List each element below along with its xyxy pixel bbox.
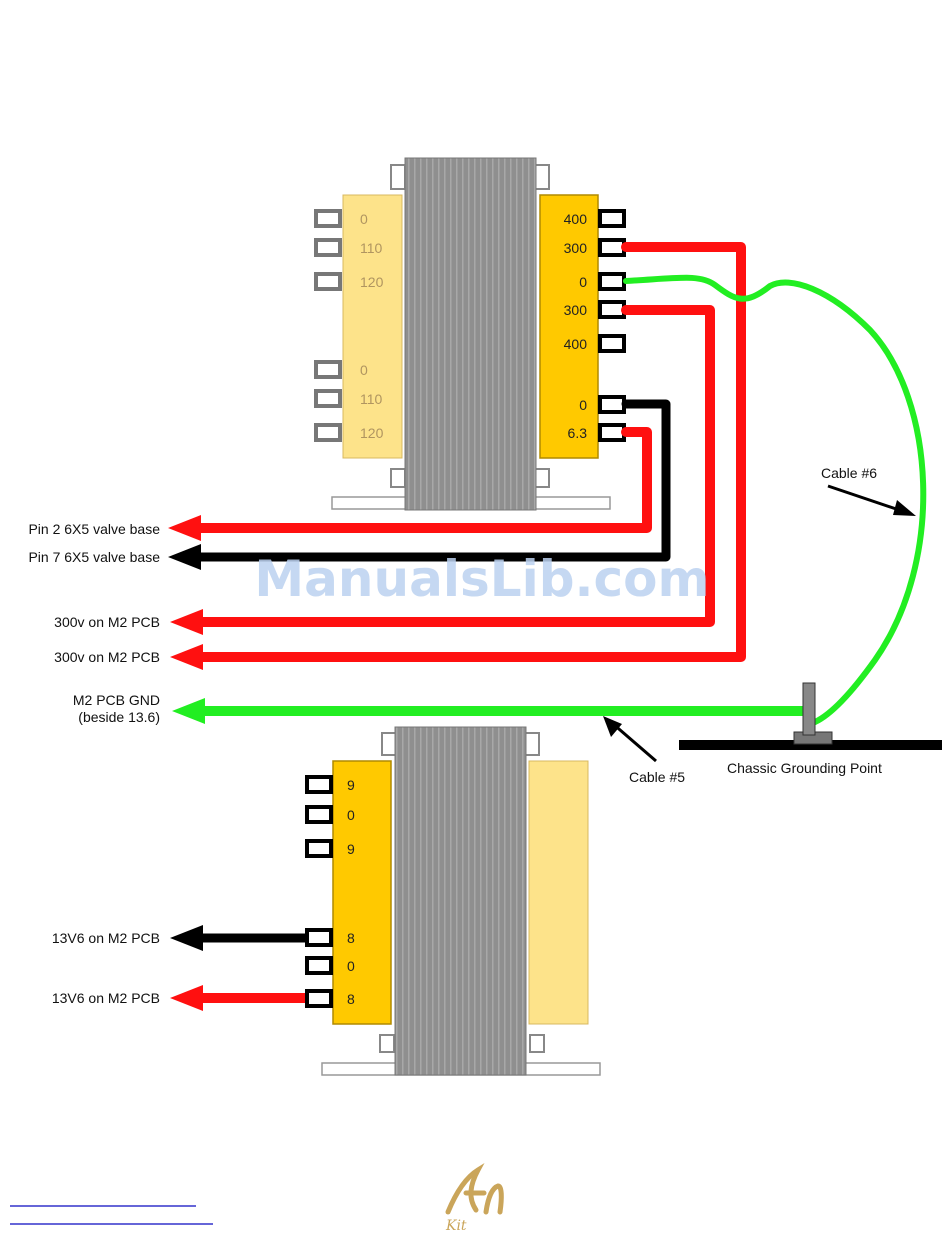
- svg-text:110: 110: [360, 391, 383, 407]
- svg-text:0: 0: [360, 211, 368, 227]
- arrowhead-pin2: [168, 515, 201, 541]
- secondary-pin-2: 0: [579, 274, 624, 290]
- svg-text:6.3: 6.3: [568, 425, 588, 441]
- label-300v-a: 300v on M2 PCB: [54, 614, 160, 630]
- transformer-2-core: [395, 727, 526, 1075]
- label-gnd-line2: (beside 13.6): [78, 709, 160, 725]
- svg-text:0: 0: [579, 397, 587, 413]
- t2-pin-5: 8: [307, 991, 355, 1007]
- transformer-2-light-winding: [529, 761, 588, 1024]
- arrowhead-300a: [170, 609, 203, 635]
- label-cable-5: Cable #5: [629, 769, 685, 785]
- ground-bolt-shaft: [803, 683, 815, 735]
- arrowheads: [168, 515, 205, 724]
- svg-text:300: 300: [564, 240, 588, 256]
- svg-text:0: 0: [347, 958, 355, 974]
- label-pin7: Pin 7 6X5 valve base: [28, 549, 160, 565]
- cable-5-pointer-head: [603, 716, 622, 737]
- mount-tab: [382, 733, 396, 755]
- svg-text:400: 400: [564, 211, 588, 227]
- chassis-grounding-point: [679, 683, 942, 750]
- primary-pin-3: 0: [316, 362, 368, 378]
- t2-pin-0: 9: [307, 777, 355, 793]
- logo-mark: [448, 1170, 501, 1212]
- t2-pin-3: 8: [307, 930, 355, 946]
- secondary-pin-5: 0: [579, 397, 624, 413]
- mount-tab: [391, 469, 405, 487]
- t2-pin-2: 9: [307, 841, 355, 857]
- mount-tab: [525, 733, 539, 755]
- svg-text:0: 0: [360, 362, 368, 378]
- transformer-2: 9 0 9 8 0 8: [170, 727, 600, 1075]
- mount-tab: [380, 1035, 394, 1052]
- cable-6-pointer-head: [893, 500, 916, 516]
- transformer-1: 0 110 120 0 110 120 400 300: [316, 158, 624, 510]
- brand-logo: Kit: [445, 1170, 501, 1234]
- arrowhead-pin7: [168, 544, 201, 570]
- logo-text: Kit: [445, 1218, 467, 1234]
- transformer-1-secondary-winding: [540, 195, 598, 458]
- arrowhead-300b: [170, 644, 203, 670]
- label-cable-6: Cable #6: [821, 465, 877, 481]
- svg-text:0: 0: [347, 807, 355, 823]
- primary-pin-0: 0: [316, 211, 368, 227]
- cable-5-pointer-line: [612, 723, 656, 761]
- mount-tab: [391, 165, 405, 189]
- svg-text:120: 120: [360, 425, 384, 441]
- label-ground-point: Chassic Grounding Point: [727, 760, 882, 776]
- label-gnd-line1: M2 PCB GND: [73, 692, 160, 708]
- arrowhead-gnd: [172, 698, 205, 724]
- watermark: ManualsLib.com: [254, 550, 709, 608]
- t2-pin-4: 0: [307, 958, 355, 974]
- svg-text:8: 8: [347, 991, 355, 1007]
- svg-text:300: 300: [564, 302, 588, 318]
- mount-tab: [535, 165, 549, 189]
- arrowhead-13v6-b: [170, 985, 203, 1011]
- label-300v-b: 300v on M2 PCB: [54, 649, 160, 665]
- svg-text:400: 400: [564, 336, 588, 352]
- svg-text:9: 9: [347, 777, 355, 793]
- mount-tab: [535, 469, 549, 487]
- svg-text:120: 120: [360, 274, 384, 290]
- label-pin2: Pin 2 6X5 valve base: [28, 521, 160, 537]
- svg-text:110: 110: [360, 240, 383, 256]
- svg-text:0: 0: [579, 274, 587, 290]
- transformer-1-primary-winding: [343, 195, 402, 458]
- t2-pin-1: 0: [307, 807, 355, 823]
- label-13v6-a: 13V6 on M2 PCB: [52, 930, 160, 946]
- transformer-2-dark-winding: [333, 761, 391, 1024]
- mount-tab: [530, 1035, 544, 1052]
- cable-6-pointer-line: [828, 486, 905, 512]
- transformer-1-core: [405, 158, 536, 510]
- svg-text:9: 9: [347, 841, 355, 857]
- label-13v6-b: 13V6 on M2 PCB: [52, 990, 160, 1006]
- arrowhead-13v6-a: [170, 925, 203, 951]
- svg-text:8: 8: [347, 930, 355, 946]
